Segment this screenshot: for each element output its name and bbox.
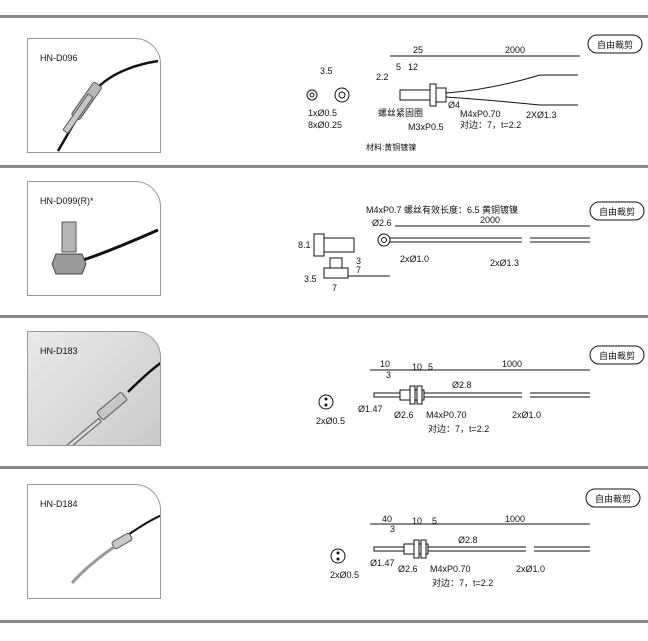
svg-text:自由裁剪: 自由裁剪 [595,493,631,505]
svg-text:3.5: 3.5 [304,274,317,284]
svg-text:2XØ1.3: 2XØ1.3 [526,110,557,120]
svg-text:7: 7 [356,265,361,275]
technical-drawing-hn-d184: 自由裁剪 40 3 10 5 1000 Ø2.8 Ø1.47 Ø2.6 M4xP… [330,488,641,588]
row-separator [0,15,648,18]
svg-text:对边：7，t=2.2: 对边：7，t=2.2 [432,577,493,588]
svg-text:2xØ1.0: 2xØ1.0 [512,410,541,420]
product-model: HN-D184 [40,499,78,509]
product-photo [56,59,159,152]
svg-text:40: 40 [382,514,392,524]
svg-text:Ø1.47: Ø1.47 [370,558,395,568]
row-separator [0,165,648,168]
svg-text:1xØ0.5: 1xØ0.5 [308,108,337,118]
product-model: HN-D099(R)* [40,196,94,206]
svg-text:M4xP0.70: M4xP0.70 [460,109,501,119]
product-model: HN-D183 [40,346,78,356]
svg-text:1000: 1000 [502,359,522,369]
svg-text:Ø2.8: Ø2.8 [452,380,472,390]
svg-text:2xØ1.0: 2xØ1.0 [516,564,545,574]
svg-text:对边：7，t=2.2: 对边：7，t=2.2 [428,423,489,434]
technical-drawing-hn-d099r: 自由裁剪 M4xP0.7 螺丝有效长度：6.5 黄铜镀镍 Ø2.6 8.1 20… [298,201,645,293]
svg-text:2000: 2000 [505,45,525,55]
svg-text:自由裁剪: 自由裁剪 [597,39,633,51]
svg-text:7: 7 [332,283,337,293]
svg-text:10: 10 [412,516,422,526]
technical-drawing-hn-d183: 自由裁剪 10 3 10 5 1000 Ø2.8 Ø1.47 Ø2.6 M4xP… [316,345,645,434]
svg-text:2000: 2000 [480,215,500,225]
product-card-hn-d099r: HN-D099(R)* [27,181,161,296]
svg-text:2xØ0.5: 2xØ0.5 [316,416,345,426]
free-cut-badge: 自由裁剪 [589,201,645,221]
product-card-hn-d183: HN-D183 [27,331,161,446]
product-photo [70,514,160,584]
svg-text:2xØ1.3: 2xØ1.3 [490,258,519,268]
svg-text:Ø1.47: Ø1.47 [358,404,383,414]
row-separator [0,315,648,318]
svg-text:3.5: 3.5 [320,66,333,76]
svg-text:3: 3 [356,256,361,266]
product-model: HN-D096 [40,53,78,63]
free-cut-badge: 自由裁剪 [585,488,641,508]
svg-text:10: 10 [380,359,390,369]
svg-text:Ø2.6: Ø2.6 [372,218,392,228]
free-cut-badge: 自由裁剪 [589,345,645,365]
svg-text:M4xP0.70: M4xP0.70 [430,564,471,574]
svg-text:M4xP0.70: M4xP0.70 [426,410,467,420]
free-cut-badge: 自由裁剪 [587,34,643,54]
svg-text:2.2: 2.2 [376,72,389,82]
svg-text:自由裁剪: 自由裁剪 [599,206,635,218]
svg-text:Ø4: Ø4 [448,100,460,110]
product-card-hn-d096: HN-D096 [27,38,161,153]
svg-text:5: 5 [432,516,437,526]
svg-text:1000: 1000 [505,514,525,524]
row-separator [0,620,648,623]
svg-text:Ø2.6: Ø2.6 [394,410,414,420]
svg-text:Ø2.6: Ø2.6 [398,564,418,574]
product-photo [51,221,159,275]
svg-text:5: 5 [396,62,401,72]
svg-text:3: 3 [386,370,391,380]
svg-text:螺丝紧固圈: 螺丝紧固圈 [378,107,423,118]
svg-text:M3xP0.5: M3xP0.5 [408,122,444,132]
svg-text:8.1: 8.1 [298,240,311,250]
svg-text:Ø2.8: Ø2.8 [458,535,478,545]
svg-text:10: 10 [412,362,422,372]
svg-text:2xØ1.0: 2xØ1.0 [400,254,429,264]
svg-text:3: 3 [390,524,395,534]
svg-text:12: 12 [408,62,418,72]
technical-drawing-hn-d096: 自由裁剪 25 2000 5 12 3.5 2.2 Ø4 M4xP0.70 对边… [306,34,643,152]
product-photo [62,361,160,445]
svg-text:M4xP0.7 螺丝有效长度：6.5 黄铜镀镍: M4xP0.7 螺丝有效长度：6.5 黄铜镀镍 [366,204,518,215]
product-card-hn-d184: HN-D184 [27,484,161,599]
svg-text:2xØ0.5: 2xØ0.5 [330,570,359,580]
svg-text:对边：7，t=2.2: 对边：7，t=2.2 [460,119,521,130]
svg-text:8xØ0.25: 8xØ0.25 [308,120,342,130]
svg-text:25: 25 [413,45,423,55]
row-separator [0,466,648,469]
svg-text:材料:黄铜镀镍: 材料:黄铜镀镍 [366,142,416,152]
svg-text:自由裁剪: 自由裁剪 [599,350,635,362]
svg-text:5: 5 [428,362,433,372]
